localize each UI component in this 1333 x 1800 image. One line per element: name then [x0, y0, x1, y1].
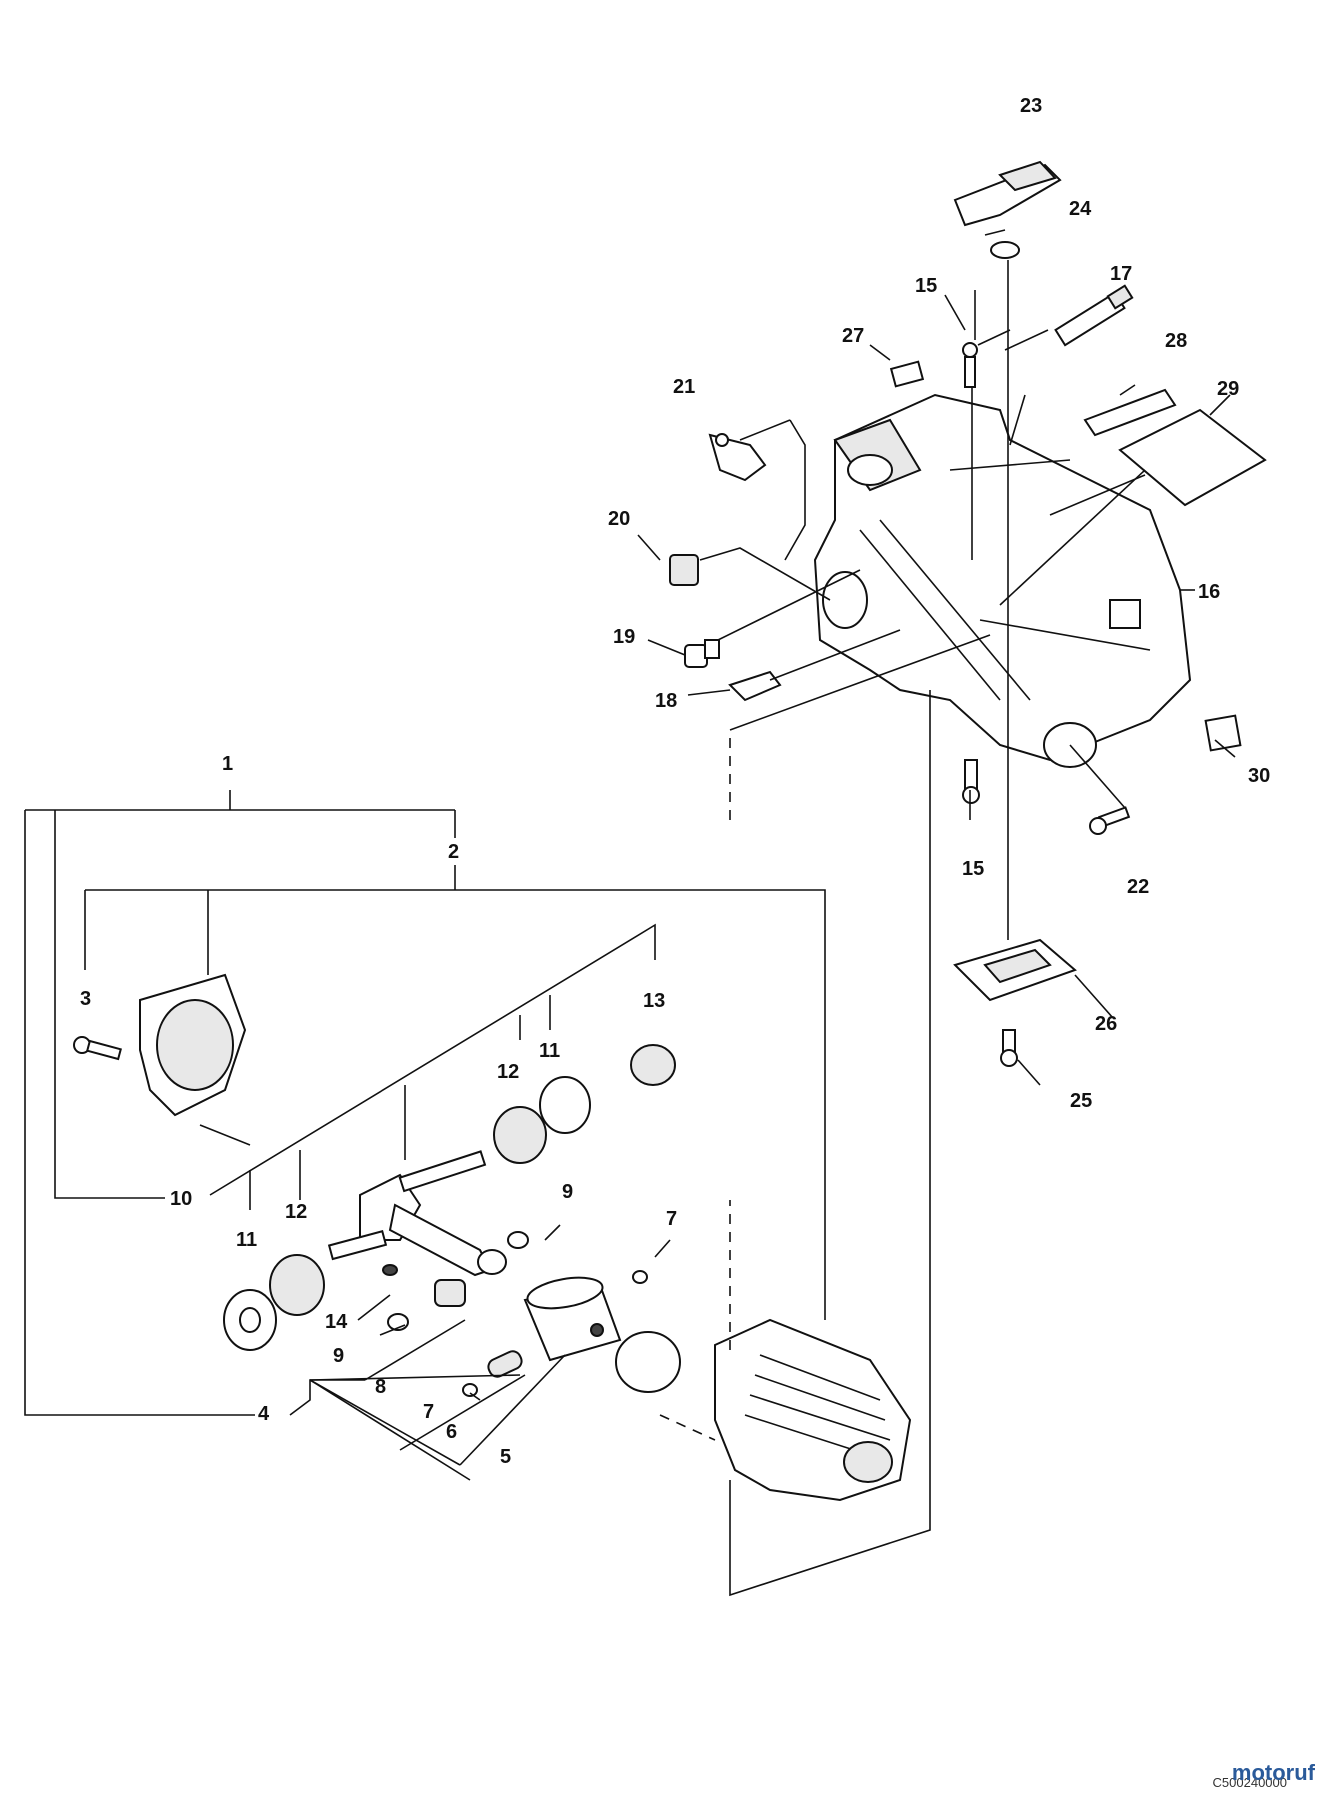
callout-11a: 11 [539, 1040, 560, 1062]
plug-part [684, 639, 720, 668]
callout-25: 25 [1070, 1090, 1092, 1112]
brand-main: motoruf [1231, 1760, 1315, 1785]
callout-13: 13 [643, 990, 665, 1012]
piston-ring-part [615, 1331, 681, 1393]
bolt-part-top [962, 342, 978, 388]
callout-8: 8 [375, 1376, 386, 1398]
cylinder-part [714, 1318, 912, 1502]
callout-30: 30 [1248, 765, 1270, 787]
callout-1: 1 [222, 753, 233, 775]
callout-21: 21 [673, 376, 695, 398]
leader-lines [24, 229, 1236, 1597]
callout-22: 22 [1127, 876, 1149, 898]
bearing-part-13 [630, 1044, 676, 1086]
piston-pin-part [487, 1350, 523, 1378]
screw-part [1089, 806, 1131, 835]
piston-part [523, 1276, 622, 1362]
brand-logo: motoruf [1232, 1760, 1315, 1786]
grommet-part [669, 554, 699, 586]
callout-20: 20 [608, 508, 630, 530]
bolt-part-25 [1000, 1029, 1018, 1067]
washer-part-9-top [507, 1231, 529, 1249]
callout-4: 4 [258, 1403, 270, 1425]
callout-9a: 9 [562, 1181, 573, 1203]
callout-7a: 7 [666, 1208, 677, 1230]
seal-part-11-top [539, 1076, 591, 1134]
callout-23: 23 [1020, 95, 1042, 117]
callout-15b: 15 [962, 858, 984, 880]
callout-10: 10 [170, 1188, 192, 1210]
callout-17: 17 [1110, 263, 1132, 285]
callout-19: 19 [613, 626, 635, 648]
callout-7b: 7 [423, 1401, 434, 1423]
callout-29: 29 [1217, 378, 1239, 400]
callout-16: 16 [1198, 581, 1220, 603]
label-part-28 [1083, 388, 1177, 437]
screw-part-3 [73, 1036, 122, 1061]
mount-part [953, 938, 1077, 1002]
callout-3: 3 [80, 988, 91, 1010]
trigger-lever-part [953, 160, 1062, 227]
callout-2: 2 [448, 841, 459, 863]
fitting-part [1054, 284, 1134, 347]
bearing-part-12-bottom [269, 1254, 325, 1316]
clip-part [708, 433, 767, 482]
callout-27: 27 [842, 325, 864, 347]
callout-28: 28 [1165, 330, 1187, 352]
crankcase-handle-part [813, 393, 1192, 768]
callout-18: 18 [655, 690, 677, 712]
callout-14: 14 [325, 1311, 348, 1333]
callout-11b: 11 [236, 1229, 257, 1251]
catch-part [728, 670, 782, 702]
image-code: C500240000 [1212, 1775, 1287, 1790]
label-part-29 [1118, 408, 1267, 507]
callout-15a: 15 [915, 275, 937, 297]
callout-5: 5 [500, 1446, 511, 1468]
callout-9b: 9 [333, 1345, 344, 1367]
callout-labels: 1 2 3 4 5 6 7 7 8 9 9 10 11 11 12 12 13 … [80, 95, 1270, 1468]
crankcase-half-part [139, 973, 247, 1117]
crankshaft-part [327, 1150, 507, 1277]
plate-part [1204, 714, 1242, 752]
clip-part-7-bottom [462, 1383, 478, 1397]
key-part-14 [382, 1264, 398, 1276]
needle-bearing-part-8 [434, 1279, 466, 1307]
clip-part-7-top [632, 1270, 648, 1284]
callout-12a: 12 [497, 1061, 519, 1083]
callout-12b: 12 [285, 1201, 307, 1223]
label-part-27 [889, 360, 925, 388]
callout-24: 24 [1069, 198, 1092, 220]
callout-6: 6 [446, 1421, 457, 1443]
bearing-part-12-top [493, 1106, 547, 1164]
seal-part-11-bottom-inner [239, 1307, 261, 1333]
cap-part [990, 241, 1020, 259]
callout-26: 26 [1095, 1013, 1117, 1035]
bolt-part-bottom [962, 759, 980, 804]
